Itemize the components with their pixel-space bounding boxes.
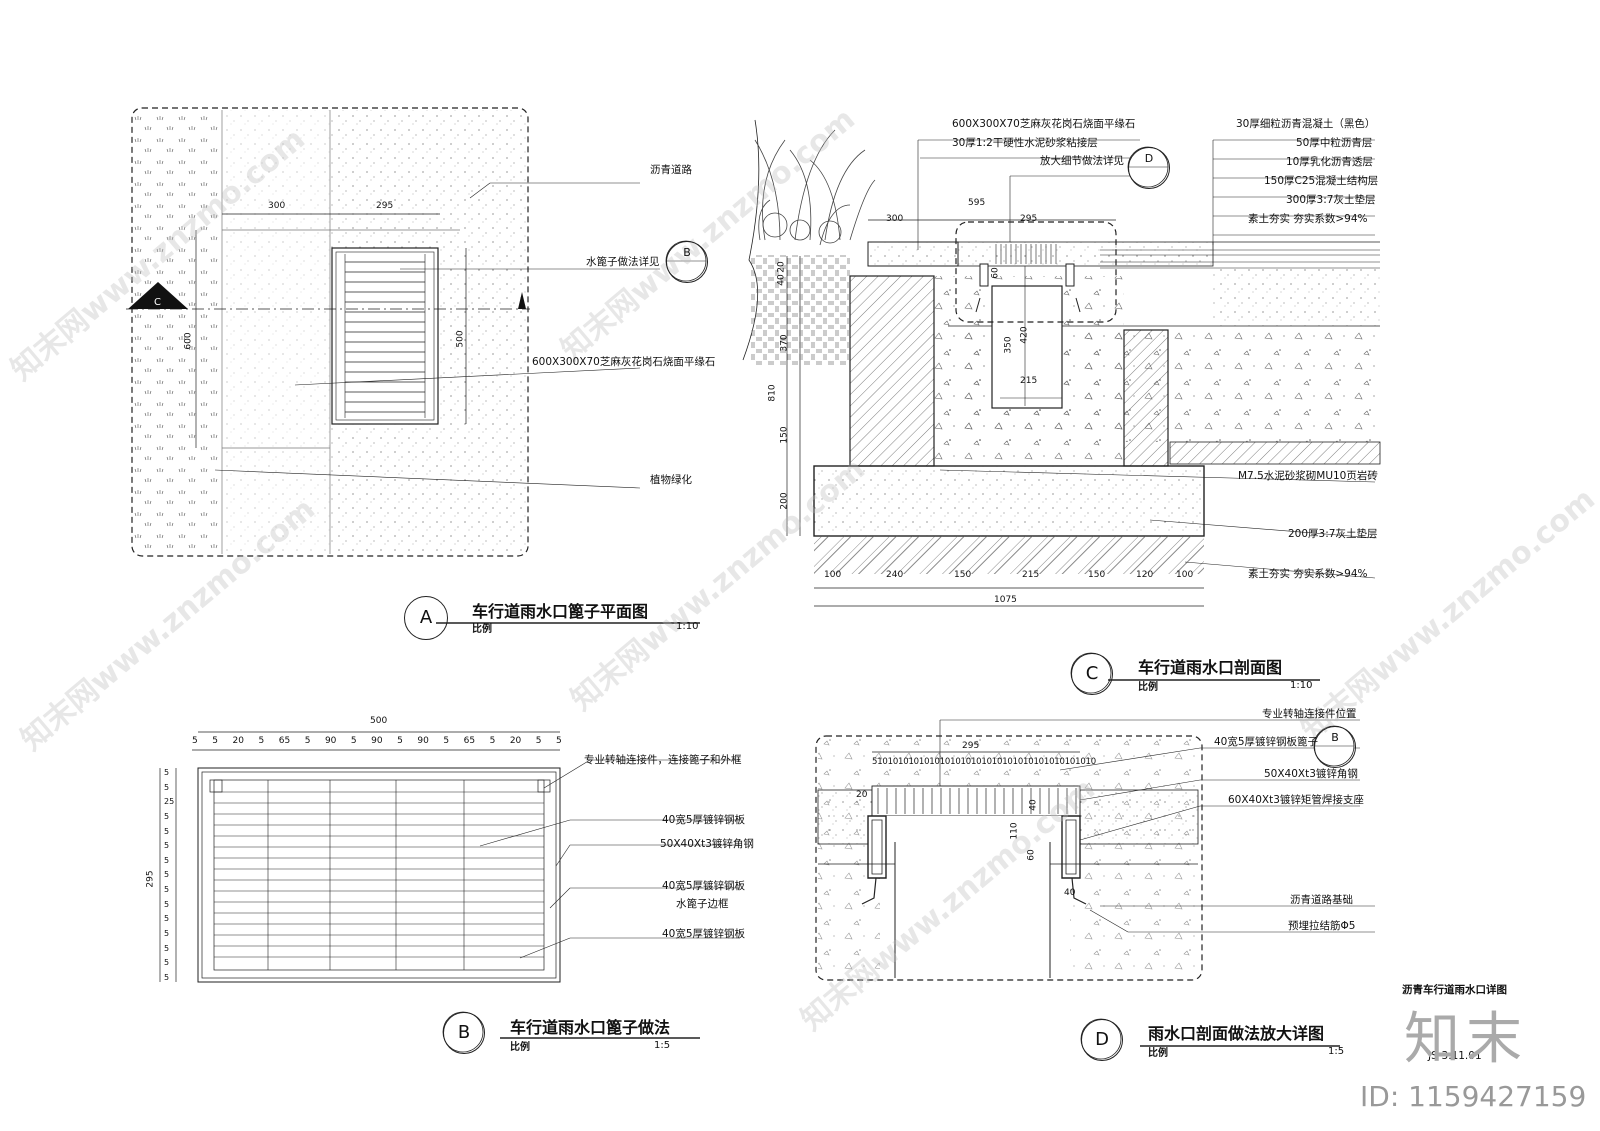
label-c-brick: M7.5水泥砂浆砌MU10页岩砖 — [1238, 470, 1378, 482]
label-c-detail: 放大细节做法详见 — [1040, 155, 1124, 167]
scale-label-b: 比例 — [510, 1042, 530, 1053]
dim-c-215: 215 — [1020, 376, 1038, 386]
title-bubble-b: B — [443, 1012, 485, 1054]
dim-c-l3: 810 — [767, 384, 778, 402]
label-c-base: 200厚3:7灰土垫层 — [1288, 528, 1378, 540]
dim-600: 600 — [183, 332, 194, 350]
section-mark-c[interactable]: C — [154, 297, 161, 308]
sheet-number: JS-3.11.01 — [1428, 1050, 1482, 1062]
label-d-1: 40宽5厚镀锌钢板篦子 — [1214, 736, 1319, 748]
scale-c: 1:10 — [1290, 680, 1313, 691]
dim-500: 500 — [455, 330, 466, 348]
dim-295: 295 — [376, 201, 394, 211]
dim-c-295: 295 — [1020, 214, 1038, 224]
label-c-curb: 600X300X70芝麻灰花岗石烧面平缘石 — [952, 118, 1136, 130]
title-b: 车行道雨水口篦子做法 — [510, 1018, 671, 1037]
dim-c-b5: 120 — [1136, 570, 1154, 580]
scale-b: 1:5 — [654, 1040, 671, 1051]
dim-d-110: 110 — [1009, 822, 1020, 840]
label-c-r5: 素土夯实 夯实系数>94% — [1248, 213, 1368, 225]
dim-c-b3: 215 — [1022, 570, 1040, 580]
sheet-title: 沥青车行道雨水口详图 — [1402, 984, 1507, 996]
dim-c-595: 595 — [968, 198, 986, 208]
dim-c-total: 1075 — [994, 595, 1017, 605]
label-c-r2: 10厚乳化沥青透层 — [1286, 156, 1373, 168]
dim-c-b1: 240 — [886, 570, 904, 580]
dim-d-60: 60 — [1026, 849, 1037, 861]
dim-d-20: 20 — [856, 790, 868, 800]
section-c-linework — [742, 119, 1381, 694]
title-a: 车行道雨水口篦子平面图 — [472, 602, 649, 621]
brand-id: ID: 1159427159 — [1360, 1080, 1587, 1113]
label-b-1: 40宽5厚镀锌钢板 — [662, 814, 746, 826]
brand-logo: 知末 — [1404, 1007, 1528, 1072]
title-bubble-d: D — [1081, 1019, 1123, 1061]
dim-c-l5: 200 — [779, 492, 790, 510]
label-b-3: 40宽5厚镀锌钢板 — [662, 880, 746, 892]
label-b-5: 40宽5厚镀锌钢板 — [662, 928, 746, 940]
dim-c-l2: 370 — [779, 334, 790, 352]
dim-d-bars: 5101010101010101010101010101010101010101… — [872, 757, 1096, 767]
label-c-soil: 素土夯实 夯实系数>94% — [1248, 568, 1368, 580]
detail-ref-b[interactable]: B — [666, 241, 708, 283]
grate-b-linework — [159, 731, 740, 1053]
dim-b-total: 500 — [370, 716, 388, 726]
dim-c-l1: 40 — [776, 274, 787, 286]
dim-c-420: 420 — [1019, 326, 1030, 344]
label-c-r0: 30厚细粒沥青混凝土（黑色） — [1236, 118, 1376, 130]
dim-b-left-total: 295 — [145, 870, 156, 888]
dim-d-40b: 40 — [1064, 888, 1076, 898]
scale-a: 1:10 — [676, 621, 699, 632]
dim-c-b6: 100 — [1176, 570, 1194, 580]
dim-c-l0: 20 — [776, 261, 787, 273]
title-c: 车行道雨水口剖面图 — [1138, 658, 1283, 677]
dim-c-b4: 150 — [1088, 570, 1106, 580]
dim-c-l4: 150 — [779, 426, 790, 444]
dim-c-b0: 100 — [824, 570, 842, 580]
label-c-r1: 50厚中粒沥青层 — [1296, 137, 1373, 149]
label-c-r4: 300厚3:7灰土垫层 — [1286, 194, 1376, 206]
dim-d-295: 295 — [962, 741, 980, 751]
label-b-4: 水篦子边框 — [676, 898, 729, 910]
label-b-2: 50X40Xt3镀锌角钢 — [660, 838, 754, 850]
title-d: 雨水口剖面做法放大详图 — [1148, 1024, 1325, 1043]
plan-a-linework — [126, 107, 707, 624]
scale-label-d: 比例 — [1148, 1048, 1168, 1059]
label-d-2: 50X40Xt3镀锌角钢 — [1264, 768, 1358, 780]
label-d-5: 预埋拉结筋Φ5 — [1288, 920, 1356, 932]
dim-c-60: 60 — [990, 267, 1001, 279]
label-d-0: 专业转轴连接件位置 — [1262, 708, 1357, 720]
label-d-4: 沥青道路基础 — [1290, 894, 1353, 906]
title-bubble-c: C — [1071, 653, 1113, 695]
label-curb: 600X300X70芝麻灰花岗石烧面平缘石 — [532, 356, 716, 368]
scale-label-a: 比例 — [472, 624, 492, 635]
dim-c-300: 300 — [886, 214, 904, 224]
detail-ref-d[interactable]: D — [1128, 147, 1170, 189]
dim-c-b2: 150 — [954, 570, 972, 580]
label-c-mortar: 30厚1:2干硬性水泥砂浆粘接层 — [952, 137, 1098, 149]
label-b-0: 专业转轴连接件，连接篦子和外框 — [584, 754, 742, 766]
title-bubble-a: A — [404, 596, 448, 640]
dim-d-40: 40 — [1028, 799, 1039, 811]
dim-300: 300 — [268, 201, 286, 211]
dim-c-350: 350 — [1003, 336, 1014, 354]
scale-d: 1:5 — [1328, 1046, 1345, 1057]
scale-label-c: 比例 — [1138, 682, 1158, 693]
label-asphalt: 沥青道路 — [650, 164, 692, 176]
label-c-r3: 150厚C25混凝土结构层 — [1264, 175, 1379, 187]
label-d-3: 60X40Xt3镀锌矩管焊接支座 — [1228, 794, 1364, 806]
detail-ref-b-2[interactable]: B — [1314, 726, 1356, 768]
label-planting: 植物绿化 — [650, 474, 692, 486]
label-grate-ref: 水篦子做法详见 — [586, 256, 660, 268]
